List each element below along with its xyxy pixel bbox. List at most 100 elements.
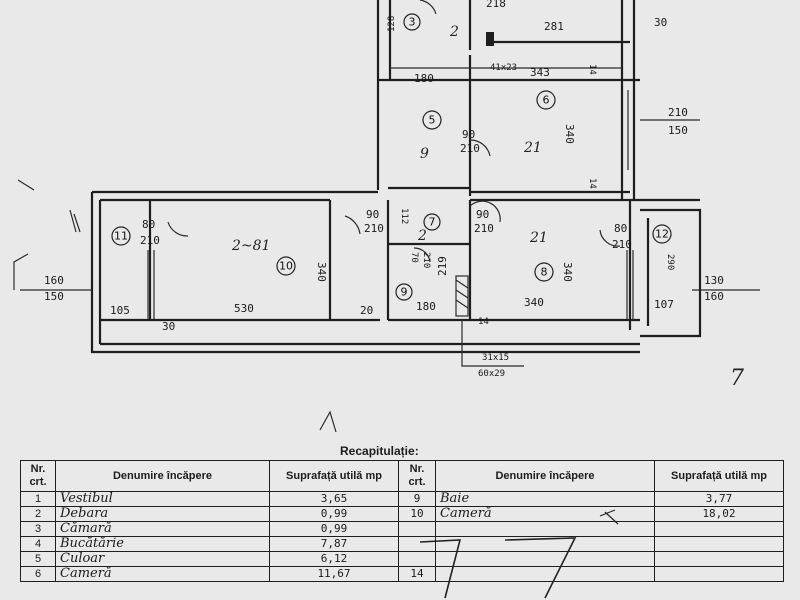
dimension-label: 14 [587,178,597,189]
header-name: Denumire încăpere [55,460,270,492]
dimension-label: 180 [416,300,436,313]
cell-name-2 [435,521,655,537]
room-9-marker [395,283,413,301]
cell-nr: 2 [20,506,56,522]
room-number: 11 [114,230,128,243]
dimension-label: 340 [315,262,328,282]
cell-area: 6,12 [269,551,399,567]
dimension-label: 14 [478,317,489,327]
table-row: 6 Cameră 11,67 14 [20,566,784,582]
cell-nr: 5 [20,551,56,567]
dimension-label: 80 [614,222,627,235]
recap-table: Nr. crt. Denumire încăpere Suprafață uti… [20,460,784,582]
room-number: 12 [655,228,669,241]
room-number: 6 [543,94,550,107]
room-number: 3 [409,16,416,29]
cell-area-2 [654,551,784,567]
header-nr: Nr. crt. [20,460,56,492]
dimension-label: 210 [612,238,632,251]
dimension-label: 90 [476,208,489,221]
dimension-label: 70 [409,252,419,263]
dimension-label: 20 [360,304,373,317]
header-nr-2: Nr. crt. [398,460,436,492]
room-11-marker [111,226,131,246]
floor-plan-drawing: 3 5 6 7 8 9 10 11 12 218 281 30 128 180 … [13,0,760,433]
cell-nr: 3 [20,521,56,537]
cell-nr-2: 10 [398,506,436,522]
dimension-label: 180 [414,72,434,85]
cell-area: 11,67 [269,566,399,582]
cell-area-2 [654,536,784,552]
cell-name: Debara [55,506,270,522]
dimension-label: 14 [587,64,597,75]
room-6-marker [536,90,556,110]
cell-nr-2 [398,521,436,537]
dimension-label: 340 [524,296,544,309]
header-area-2: Suprafață utilă mp [654,460,784,492]
room-7-marker [423,213,441,231]
room-number: 7 [429,216,436,229]
handwritten-note: 9 [420,146,429,162]
dimension-label: 281 [544,20,564,33]
room-12-marker [652,224,672,244]
cell-name-2 [435,536,655,552]
room-5-marker [422,110,442,130]
dimension-label: 90 [462,128,475,141]
table-row: 5 Culoar 6,12 [20,551,784,567]
cell-name-2: Cameră [435,506,655,522]
cell-name: Cămară [55,521,270,537]
header-area: Suprafață utilă mp [269,460,399,492]
cell-nr: 6 [20,566,56,582]
dimension-label: 210 [140,234,160,247]
dimension-label: 160 [704,290,724,303]
room-8-marker [534,262,554,282]
dimension-label: 340 [561,262,574,282]
dimension-label: 150 [668,124,688,137]
room-number: 8 [541,266,548,279]
cell-name: Culoar [55,551,270,567]
dimension-label: 218 [486,0,506,10]
cell-name: Vestibul [55,491,270,507]
dimension-label: 340 [563,124,576,144]
dimension-label: 80 [142,218,155,231]
dimension-label: 210 [460,142,480,155]
room-3-marker [403,13,421,31]
table-row: 3 Cămară 0,99 [20,521,784,537]
dimension-label: 130 [704,274,724,287]
cell-nr-2 [398,551,436,567]
cell-area-2: 3,77 [654,491,784,507]
cell-area: 7,87 [269,536,399,552]
cell-name: Bucătărie [55,536,270,552]
dimension-label: 343 [530,66,550,79]
handwritten-note: 21 [523,140,542,156]
cell-nr: 4 [20,536,56,552]
table-header-row: Nr. crt. Denumire încăpere Suprafață uti… [20,460,784,492]
margin-mark: 7 [730,366,744,391]
cell-nr-2: 14 [398,566,436,582]
dimension-label: 530 [234,302,254,315]
recap-title: Recapitulație: [340,444,419,458]
dimension-label: 290 [665,254,675,270]
cell-nr: 1 [20,491,56,507]
dimension-label: 210 [364,222,384,235]
cell-name-2 [435,551,655,567]
dimension-label: 31x15 [482,353,509,363]
dimension-label: 112 [399,208,409,224]
dimension-label: 90 [366,208,379,221]
cell-area: 0,99 [269,506,399,522]
handwritten-note: 2 [449,24,459,40]
dimension-label: 30 [162,320,175,333]
cell-area-2: 18,02 [654,506,784,522]
dimension-label: 107 [654,298,674,311]
handwritten-note: 2 [417,228,427,244]
cell-area-2 [654,566,784,582]
recap-section: Recapitulație: Nr. crt. Denumire încăper… [0,440,800,600]
cell-area-2 [654,521,784,537]
dimension-label: 210 [668,106,688,119]
dimension-label: 150 [44,290,64,303]
cell-nr-2 [398,536,436,552]
room-number: 10 [279,260,293,273]
table-row: 2 Debara 0,99 10 Cameră 18,02 [20,506,784,522]
cell-area: 3,65 [269,491,399,507]
